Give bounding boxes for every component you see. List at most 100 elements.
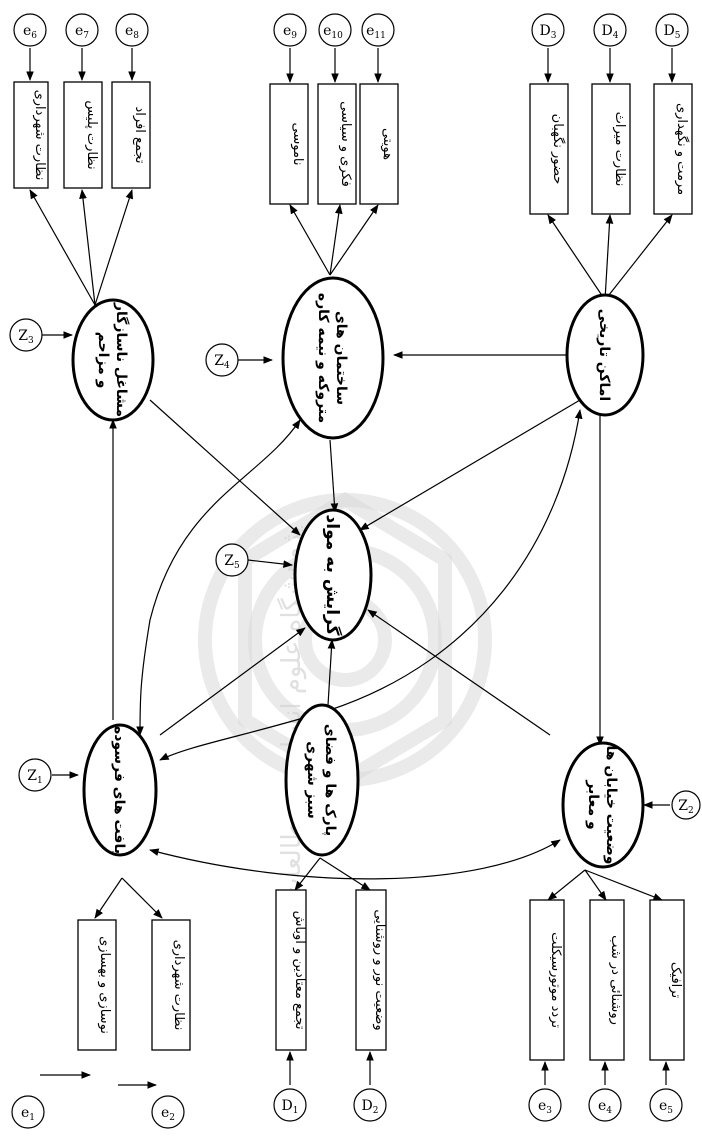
error-z5-base: Z (224, 553, 234, 569)
svg-text:D1: D1 (282, 1098, 299, 1116)
indicator-t9-label: مرمت و نگهداری (674, 103, 690, 195)
error-d3-sub: 3 (551, 31, 557, 41)
indicator-t1-label: نظارت شهرداری (32, 90, 47, 181)
svg-text:e1: e1 (21, 1105, 35, 1123)
latent-l5-label-1: ساختمان های (333, 311, 349, 405)
svg-text:Z3: Z3 (18, 328, 34, 346)
edge-l6-t7 (547, 214, 606, 301)
error-d1-sub: 1 (293, 1106, 299, 1116)
error-e3-sub: 3 (546, 1106, 552, 1116)
indicator-t5: فکری و سیاسی (317, 83, 357, 205)
error-z5-sub: 5 (234, 561, 240, 571)
indicator-b7-label: ترافیک (668, 962, 683, 999)
indicator-b1-label: نوسازی و بهسازی (97, 936, 112, 1034)
indicator-t4-label: ناموسی (290, 123, 305, 166)
latent-center: گرایش به مواد (293, 508, 373, 642)
svg-text:D2: D2 (362, 1098, 379, 1116)
error-z5: Z5 (215, 543, 249, 577)
svg-text:e11: e11 (366, 23, 386, 41)
svg-text:e4: e4 (598, 1098, 612, 1116)
error-e7-sub: 7 (83, 31, 89, 41)
error-e2-base: e (161, 1105, 169, 1121)
error-e3: e3 (528, 1088, 562, 1122)
error-e7: e7 (65, 13, 99, 47)
error-d1-base: D (282, 1098, 293, 1114)
error-e4-base: e (598, 1098, 606, 1114)
latent-l3-label-1: وضعیت خیابان ها (603, 746, 619, 865)
svg-text:Z5: Z5 (224, 553, 240, 571)
edge-l5-t5 (329, 204, 343, 276)
latent-l3-label-2: و معابر (585, 779, 601, 829)
error-d2-sub: 2 (373, 1106, 379, 1116)
error-e10-base: e (323, 23, 331, 39)
indicator-t7-label: حضور نگهبان (550, 114, 566, 185)
indicator-t3-label: تجمع افراد (132, 107, 147, 164)
error-d3-base: D (540, 23, 551, 39)
edge-l6-t8 (604, 214, 614, 301)
error-e1-base: e (21, 1105, 29, 1121)
error-e4-sub: 4 (606, 1106, 612, 1116)
error-e6: e6 (13, 13, 47, 47)
latent-l2-label-2: سبز شهری (304, 741, 320, 819)
indicator-b2: نظارت شهرداری (151, 919, 191, 1051)
error-d4-base: D (602, 23, 613, 39)
latent-l4-label-1: مشاغل ناسازگار (113, 302, 130, 417)
latent-l4-label-2: و مزاحم (95, 332, 111, 389)
indicator-b6: روشنائی در شب (589, 899, 625, 1061)
error-e5: e5 (649, 1088, 683, 1122)
indicator-t2: نظارت پلیس (63, 81, 103, 189)
error-e10-sub: 10 (331, 31, 343, 41)
error-d4: D4 (593, 13, 627, 47)
error-e8-base: e (125, 23, 133, 39)
indicator-t2-label: نظارت پلیس (84, 100, 99, 169)
error-z2-sub: 2 (688, 806, 694, 816)
indicator-b4-label: وضعیت نور و روشنایی (372, 909, 387, 1030)
svg-text:Z4: Z4 (214, 353, 230, 371)
error-z4: Z4 (205, 343, 239, 377)
indicator-t6: هویتی (359, 83, 399, 205)
edge-l5-t6 (329, 204, 379, 276)
error-e6-base: e (23, 23, 31, 39)
error-e11-base: e (366, 23, 374, 39)
indicator-t8: نظارت میراث (591, 83, 631, 215)
error-z1: Z1 (18, 758, 52, 792)
error-z3-base: Z (18, 328, 28, 344)
error-z2-base: Z (678, 798, 688, 814)
latent-l5: ساختمان های متروکه و نیمه کاره (281, 276, 385, 440)
edge-l3-b7 (584, 869, 663, 901)
edge-l4-center (149, 399, 301, 536)
indicator-t9: مرمت و نگهداری (653, 83, 693, 215)
svg-text:Z2: Z2 (678, 798, 693, 816)
latent-l5-label-2: متروکه و نیمه کاره (315, 293, 331, 423)
error-z3: Z3 (9, 318, 43, 352)
error-e11-sub: 11 (374, 31, 385, 41)
covariance-l1-l3 (149, 839, 561, 880)
indicator-b5: تردد موتورسیکلت (529, 899, 565, 1061)
covariance-l6-l1 (159, 409, 583, 761)
error-e1: e1 (11, 1095, 45, 1129)
svg-text:e6: e6 (23, 23, 37, 41)
edge-l2-b4 (319, 857, 371, 891)
indicator-b1: نوسازی و بهسازی (77, 919, 117, 1051)
error-d5-sub: 5 (675, 31, 681, 41)
indicator-t7: حضور نگهبان (529, 83, 569, 215)
edge-l3-b6 (584, 869, 607, 901)
svg-text:D3: D3 (540, 23, 557, 41)
svg-text:e2: e2 (161, 1105, 175, 1123)
indicator-t5-label: فکری و سیاسی (338, 101, 353, 187)
error-e7-base: e (75, 23, 83, 39)
indicator-t1: نظارت شهرداری (13, 81, 49, 189)
latent-l2-label-1: پارک ها و فضای (322, 724, 338, 836)
svg-text:D5: D5 (664, 23, 681, 41)
latent-center-label: گرایش به مواد (322, 515, 343, 636)
svg-text:Z1: Z1 (27, 768, 42, 786)
edge-l4-t2 (79, 189, 96, 306)
error-e10: e10 (318, 13, 352, 47)
error-e8-sub: 8 (133, 31, 139, 41)
latent-l6-label: اماکن تاریخی (596, 309, 612, 401)
indicator-t6-label: هویتی (380, 128, 395, 160)
error-e6-sub: 6 (31, 31, 37, 41)
error-d5: D5 (655, 13, 689, 47)
error-z1-base: Z (27, 768, 37, 784)
error-e9-sub: 9 (291, 31, 297, 41)
